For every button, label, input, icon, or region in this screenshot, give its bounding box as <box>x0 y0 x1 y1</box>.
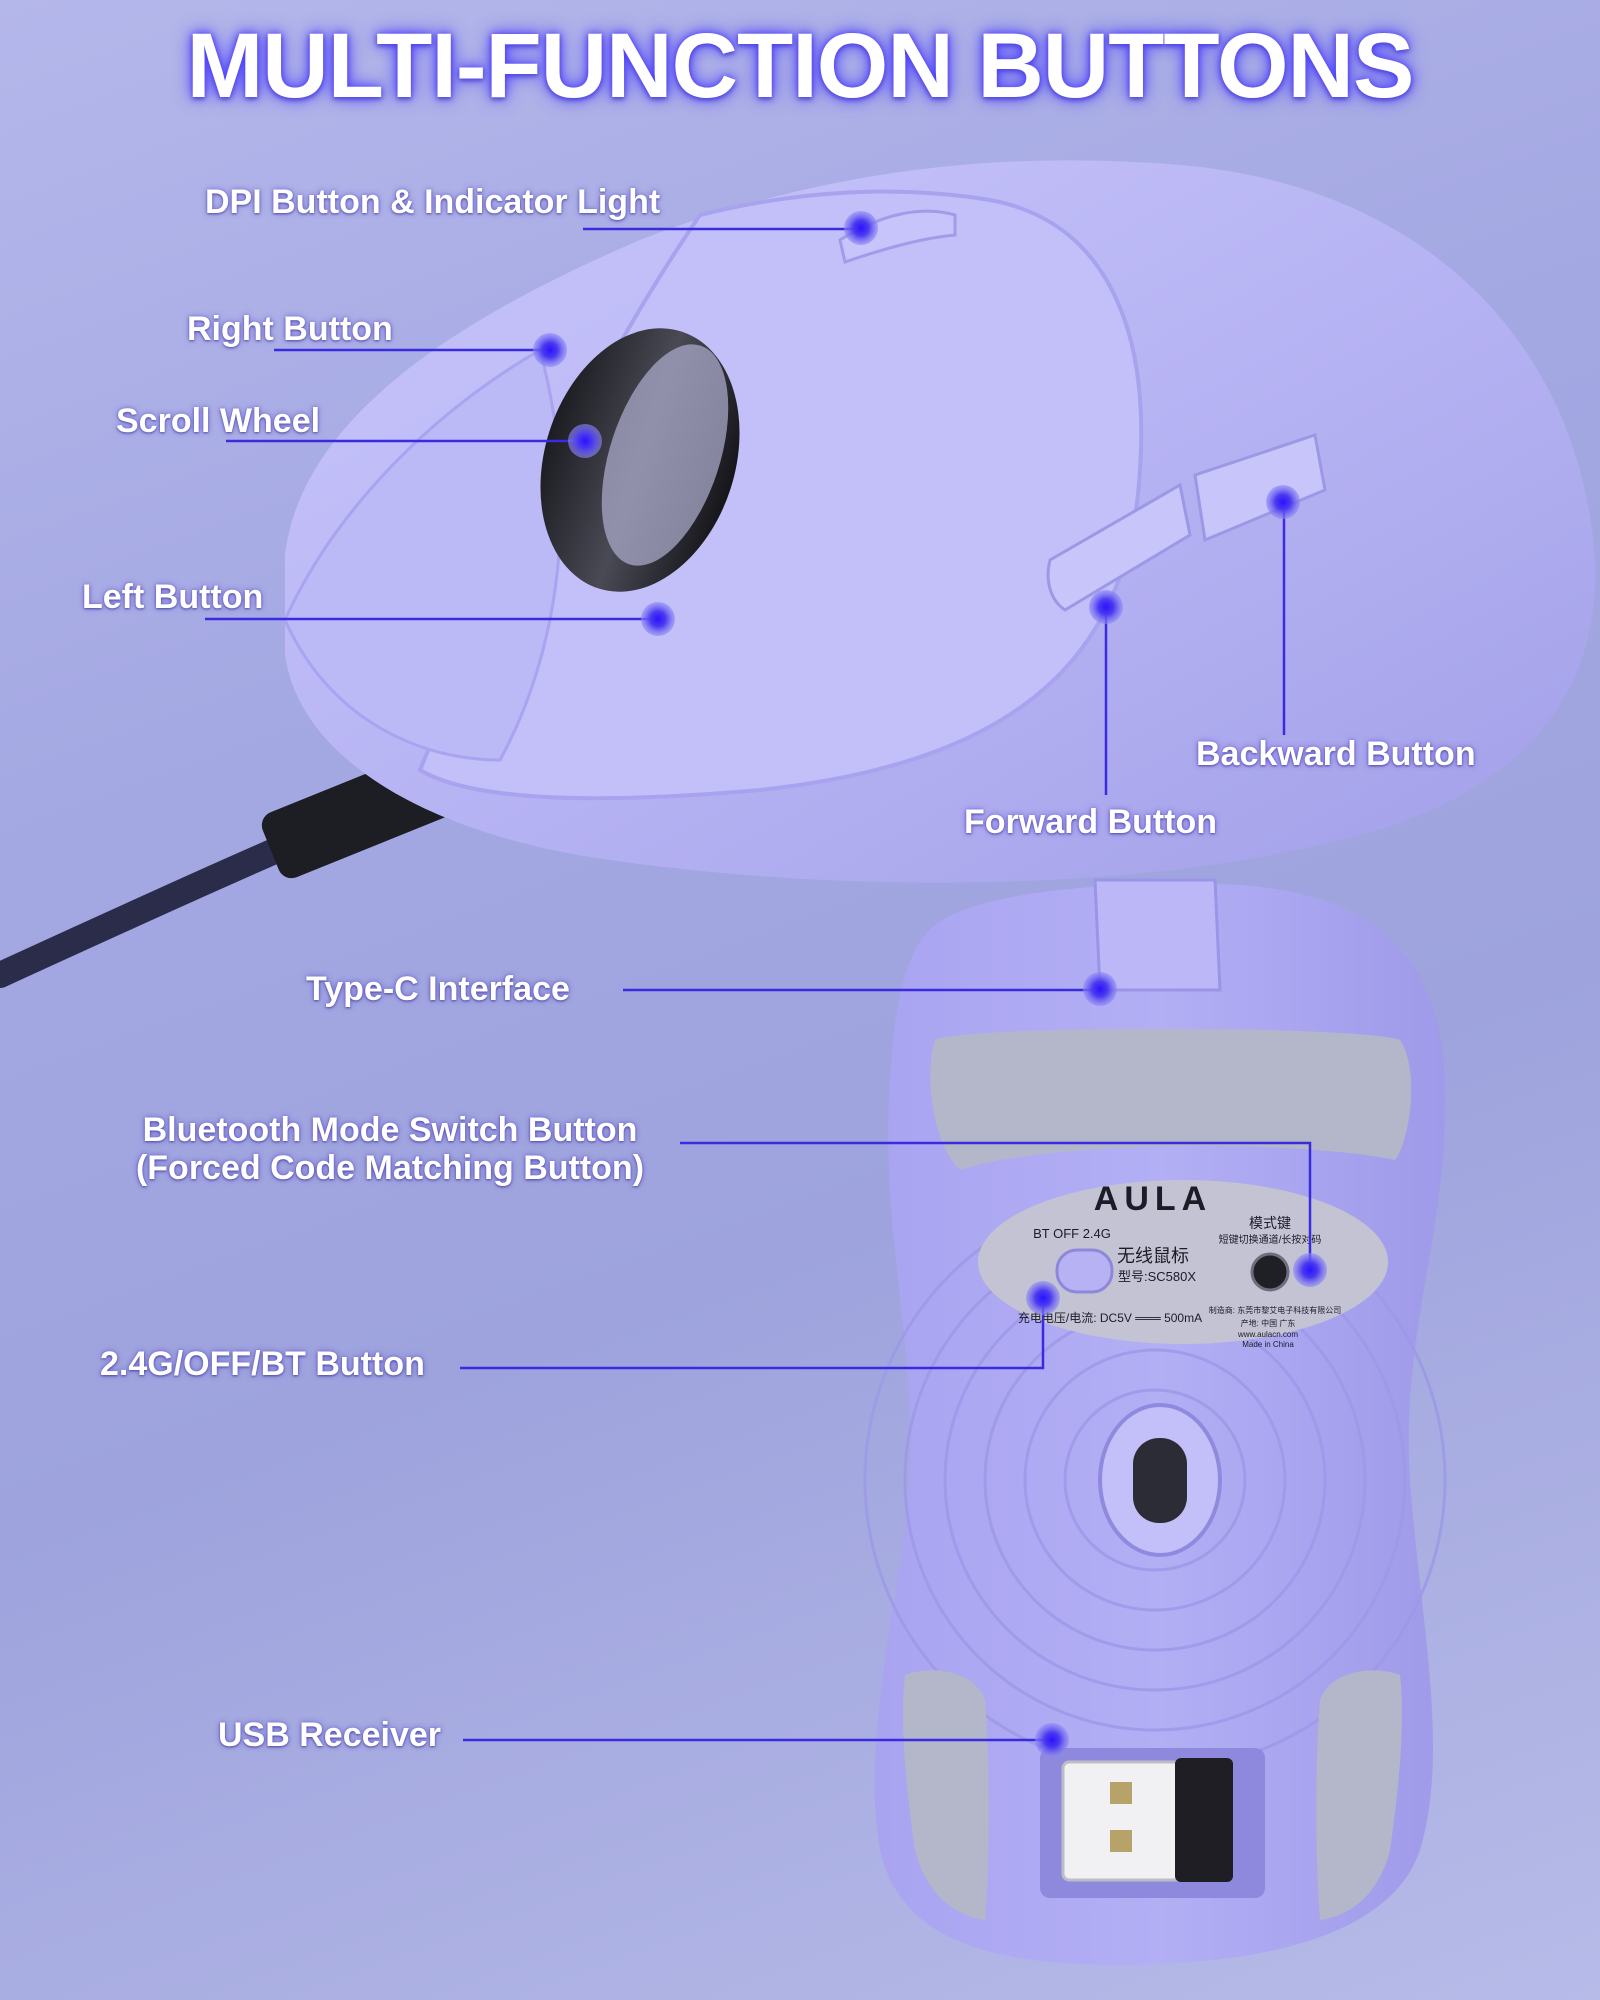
top-skate-pad <box>930 1028 1412 1170</box>
line-mode <box>460 1300 1045 1370</box>
right-skate-pad <box>1316 1670 1402 1920</box>
usb-receiver-body <box>1175 1758 1233 1882</box>
callout-dot-icon <box>1089 590 1123 624</box>
callout-dot-icon <box>1293 1253 1327 1287</box>
label-mode-button: 2.4G/OFF/BT Button <box>100 1345 425 1383</box>
callout-dot-icon <box>1035 1723 1069 1757</box>
switch-mode-text: BT OFF 2.4G <box>1033 1226 1111 1241</box>
usb-receiver-connector <box>1061 1760 1185 1882</box>
callout-dot-icon <box>1266 485 1300 519</box>
brand-logo-text: AULA <box>1094 1180 1212 1218</box>
label-plate <box>978 1180 1388 1344</box>
label-forward-button: Forward Button <box>964 803 1218 841</box>
mode-key-cn: 模式键 <box>1249 1215 1291 1231</box>
forward-side-button <box>1046 482 1192 612</box>
label-bluetooth-line-2: (Forced Code Matching Button) <box>135 1149 645 1187</box>
label-usb-receiver: USB Receiver <box>218 1716 442 1754</box>
callout-dots <box>533 211 1327 1757</box>
callout-dot-icon <box>641 602 675 636</box>
callout-dot-icon <box>1026 1281 1060 1315</box>
backward-side-button <box>1193 433 1327 543</box>
callout-dot-icon <box>1083 972 1117 1006</box>
pairing-button <box>1250 1252 1290 1292</box>
label-type-c-interface: Type-C Interface <box>306 970 570 1008</box>
callout-lines <box>205 227 1312 1742</box>
label-plate-text: AULA BT OFF 2.4G 无线鼠标 型号:SC580X 充电电压/电流:… <box>1018 1180 1341 1349</box>
label-scroll-wheel: Scroll Wheel <box>116 402 321 440</box>
line-bt <box>680 1141 1312 1270</box>
label-dpi-button: DPI Button & Indicator Light <box>205 183 661 221</box>
label-bluetooth-line-1: Bluetooth Mode Switch Button <box>142 1111 638 1149</box>
mouse-bottom-view <box>863 878 1447 1965</box>
maker-line-2: 产地: 中国 广东 <box>1241 1318 1296 1328</box>
callout-dot-icon <box>844 211 878 245</box>
made-in-text: Made in China <box>1242 1340 1294 1349</box>
type-c-port-housing <box>1093 878 1222 992</box>
product-name-cn: 无线鼠标 <box>1117 1246 1189 1266</box>
callout-dot-icon <box>568 424 602 458</box>
power-spec: 充电电压/电流: DC5V ═══ 500mA <box>1018 1310 1202 1325</box>
mode-key-desc: 短键切换通道/长按对码 <box>1219 1233 1322 1246</box>
label-bluetooth-mode-switch: Bluetooth Mode Switch Button (Forced Cod… <box>120 1111 660 1187</box>
left-skate-pad <box>903 1670 989 1920</box>
mouse-top-view <box>0 160 1596 988</box>
label-backward-button: Backward Button <box>1196 735 1476 773</box>
mode-switch <box>1055 1248 1114 1294</box>
label-right-button: Right Button <box>187 310 393 348</box>
label-left-button: Left Button <box>82 578 264 616</box>
maker-line-1: 制造商: 东莞市黎艾电子科技有限公司 <box>1209 1305 1341 1315</box>
callout-dot-icon <box>533 333 567 367</box>
page-title: MULTI-FUNCTION BUTTONS <box>186 15 1415 117</box>
model-number: 型号:SC580X <box>1118 1269 1196 1284</box>
usb-cable <box>0 827 313 988</box>
dpi-button <box>838 209 957 264</box>
optical-sensor <box>1133 1438 1187 1523</box>
website-text: www.aulacn.com <box>1237 1330 1298 1339</box>
